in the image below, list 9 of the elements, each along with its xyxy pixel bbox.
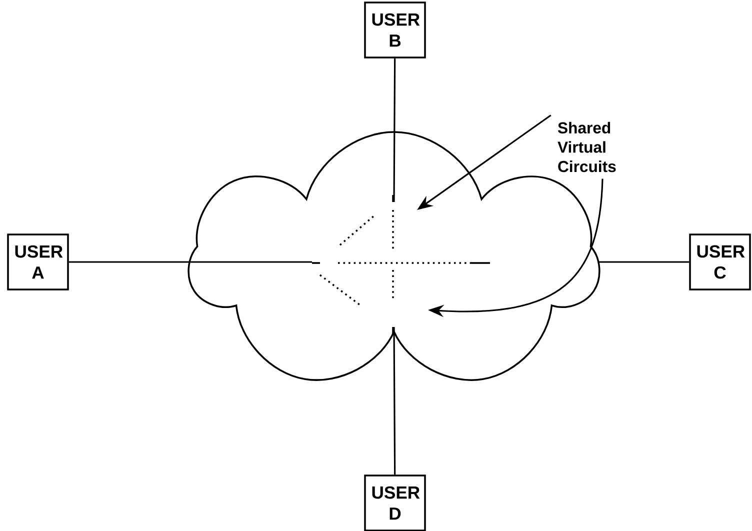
connection-line [393, 327, 396, 475]
connection-line [393, 58, 396, 202]
user-box: USER A [7, 234, 69, 290]
callout-text: Shared Virtual Circuits [558, 122, 616, 172]
user-box: USER D [364, 474, 426, 531]
connection-line [68, 261, 312, 263]
user-box: USER C [689, 234, 751, 290]
connection-line [599, 261, 690, 263]
user-box: USER B [364, 2, 426, 58]
